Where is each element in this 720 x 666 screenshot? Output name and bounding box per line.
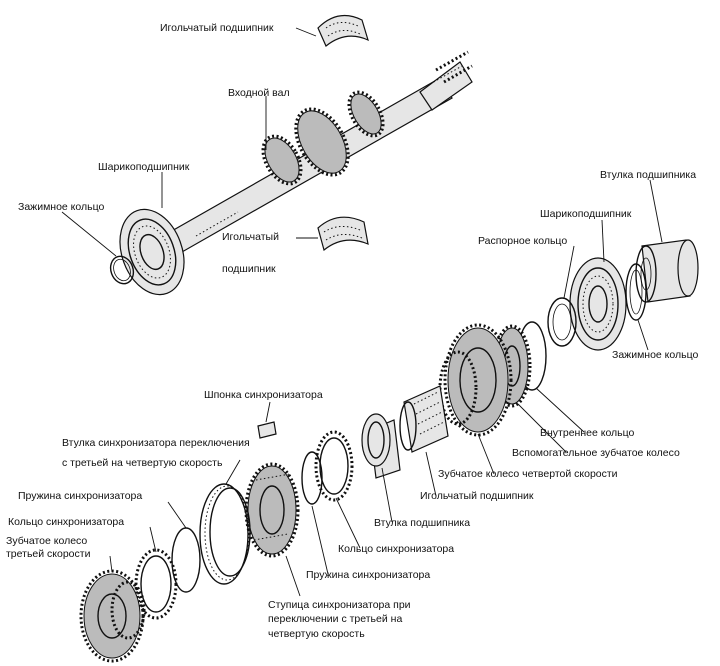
- input-shaft: [169, 50, 473, 253]
- synchro-spring-right: [301, 451, 323, 505]
- synchro-ring-left: [134, 548, 178, 620]
- label-synchro-sleeve-2: с третьей на четвертую скорость: [62, 457, 223, 469]
- label-input-shaft: Входной вал: [228, 87, 290, 99]
- label-synchro-spring-right: Пружина синхронизатора: [306, 569, 430, 581]
- needle-bearing-mid: [317, 216, 369, 252]
- label-aux-gear: Вспомогательное зубчатое колесо: [512, 447, 680, 459]
- input-shaft-assembly: [109, 14, 473, 296]
- ball-bearing-left: [119, 208, 185, 296]
- label-synchro-spring-left: Пружина синхронизатора: [18, 490, 142, 502]
- leader-lines: [61, 27, 663, 597]
- label-third-gear-1: Зубчатое колесо: [6, 535, 87, 547]
- label-spacer-ring: Распорное кольцо: [478, 235, 567, 247]
- label-inner-ring: Внутреннее кольцо: [540, 427, 635, 439]
- label-synchro-ring-right: Кольцо синхронизатора: [338, 543, 454, 555]
- bearing-sleeve-low: [361, 413, 401, 479]
- spacer-ring: [547, 297, 577, 347]
- fourth-speed-gear: [438, 323, 513, 437]
- snap-ring-right: [625, 263, 647, 321]
- label-bearing-sleeve-right: Втулка подшипника: [600, 169, 696, 181]
- third-speed-gear: [79, 569, 146, 663]
- label-needle-bearing-mid-1: Игольчатый: [222, 231, 279, 243]
- label-needle-bearing-low: Игольчатый подшипник: [420, 490, 534, 502]
- synchro-key: [257, 421, 277, 439]
- label-fourth-gear: Зубчатое колесо четвертой скорости: [438, 468, 618, 480]
- lower-gear-assembly: [79, 321, 547, 663]
- label-snap-ring-right: Зажимное кольцо: [612, 349, 698, 361]
- synchro-sleeve: [199, 483, 251, 585]
- synchro-hub: [244, 462, 300, 558]
- label-synchro-hub-1: Ступица синхронизатора при: [268, 599, 411, 611]
- label-synchro-ring-left: Кольцо синхронизатора: [8, 516, 124, 528]
- snap-ring-left: [109, 255, 135, 285]
- labels: Игольчатый подшипник Входной вал Шарикоп…: [6, 22, 698, 640]
- label-synchro-key: Шпонка синхронизатора: [204, 389, 323, 401]
- label-third-gear-2: третьей скорости: [6, 548, 91, 560]
- label-synchro-hub-3: четвертую скорость: [268, 628, 365, 640]
- label-bearing-sleeve-low: Втулка подшипника: [374, 517, 470, 529]
- label-needle-bearing-top: Игольчатый подшипник: [160, 22, 274, 34]
- label-ball-bearing-left: Шарикоподшипник: [98, 161, 190, 173]
- synchro-ring-right: [314, 430, 354, 502]
- label-synchro-sleeve-1: Втулка синхронизатора переключения: [62, 437, 250, 449]
- needle-bearing-low: [399, 385, 449, 453]
- label-synchro-hub-2: переключении с третьей на: [268, 613, 402, 625]
- ball-bearing-right: [569, 257, 627, 351]
- label-snap-ring-left: Зажимное кольцо: [18, 201, 104, 213]
- synchro-spring-left: [171, 527, 201, 593]
- needle-bearing-top: [317, 14, 369, 47]
- label-ball-bearing-right: Шарикоподшипник: [540, 208, 632, 220]
- label-needle-bearing-mid-2: подшипник: [222, 263, 276, 275]
- bearing-sleeve-right: [635, 239, 699, 303]
- right-bearing-group: [547, 239, 699, 351]
